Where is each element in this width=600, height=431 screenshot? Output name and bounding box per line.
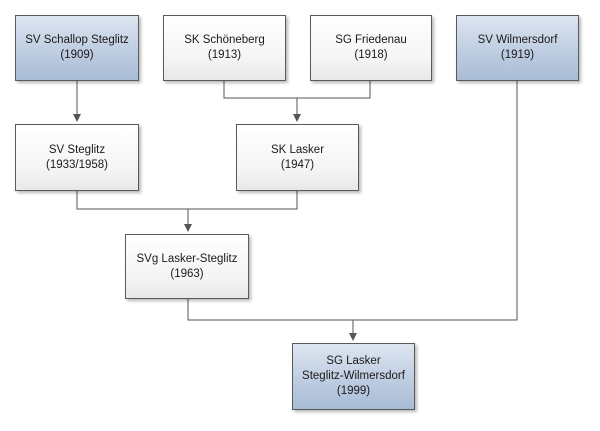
node-name: SV Steglitz xyxy=(48,143,106,156)
node-sk-schoeneberg: SK Schöneberg (1913) xyxy=(163,15,286,81)
node-name-line1: SG Lasker xyxy=(326,355,381,367)
node-name: SK Lasker xyxy=(270,143,325,156)
node-sg-friedenau: SG Friedenau (1918) xyxy=(310,15,432,81)
node-sk-lasker: SK Lasker (1947) xyxy=(236,124,359,191)
node-sv-wilmersdorf: SV Wilmersdorf (1919) xyxy=(456,15,579,81)
node-sv-steglitz: SV Steglitz (1933/1958) xyxy=(15,124,139,191)
node-year: (1947) xyxy=(280,158,315,171)
node-svg-lasker-steglitz: SVg Lasker-Steglitz (1963) xyxy=(125,234,249,299)
connector-schoeneberg-friedenau xyxy=(223,80,371,99)
node-sg-lasker-steglitz-wilmersdorf: SG Lasker Steglitz-Wilmersdorf (1999) xyxy=(292,343,415,410)
node-year: (1963) xyxy=(170,267,204,280)
node-name: SK Schöneberg xyxy=(184,34,265,46)
node-name: SVg Lasker-Steglitz xyxy=(136,252,238,265)
node-year: (1933/1958) xyxy=(45,158,109,171)
node-year: (1913) xyxy=(207,49,242,61)
node-year: (1919) xyxy=(500,49,535,61)
connector-steglitz-lasker xyxy=(76,190,298,210)
node-schallop-steglitz: SV Schallop Steglitz (1909) xyxy=(15,15,139,81)
node-year: (1999) xyxy=(336,385,371,397)
node-name: SV Schallop Steglitz xyxy=(25,34,129,46)
node-name-line2: Steglitz-Wilmersdorf xyxy=(302,370,405,382)
node-year: (1909) xyxy=(60,49,94,61)
node-name: SG Friedenau xyxy=(335,34,407,46)
node-year: (1918) xyxy=(354,49,388,61)
node-name: SV Wilmersdorf xyxy=(477,34,558,46)
